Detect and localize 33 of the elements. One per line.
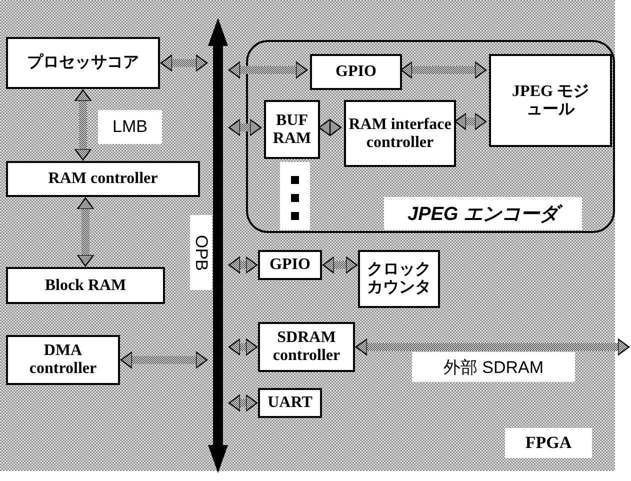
process-box: Block RAM [6,267,165,304]
double-arrow [120,351,208,369]
double-arrow [228,118,262,136]
double-arrow [322,256,358,274]
edge-label: 外部 SDRAM [412,352,575,382]
process-box: BUF RAM [264,100,320,159]
double-arrow [228,394,258,412]
double-arrow [320,118,342,136]
process-box: RAM controller [6,161,200,197]
process-box: GPIO [258,250,322,280]
region-label: FPGA [505,428,592,458]
process-box: JPEG モジュール [489,54,612,147]
double-arrow [228,61,308,79]
bus-label: OPB [190,215,212,290]
process-box: プロセッサコア [6,37,160,89]
process-box: RAM interface controller [344,100,456,167]
double-arrow [74,89,92,161]
process-box: UART [258,388,322,418]
process-box: DMA controller [6,335,120,385]
double-arrow [454,112,487,130]
double-arrow [228,338,258,356]
double-arrow [76,197,94,267]
group-label: JPEG エンコーダ [384,197,582,230]
double-arrow [400,61,487,79]
process-box: クロックカウンタ [358,250,440,308]
process-box: SDRAM controller [258,322,355,372]
edge-label: LMB [98,110,162,144]
encoder-group [246,40,615,233]
process-box: GPIO [310,54,402,90]
double-arrow [160,54,208,72]
double-arrow [228,256,258,274]
fpga-region [0,0,615,471]
double-arrow [355,338,630,356]
